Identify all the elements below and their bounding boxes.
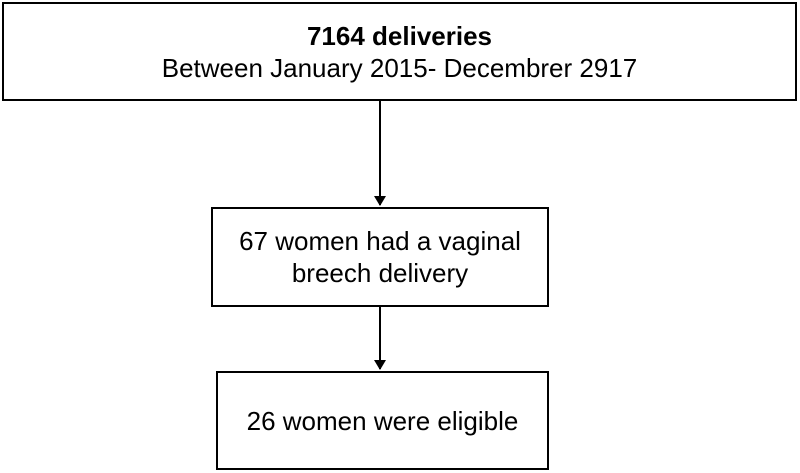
vaginal-breech-line-2: breech delivery <box>291 258 469 288</box>
vaginal-breech-line-1: 67 women had a vaginal <box>239 226 521 256</box>
deliveries-box: 7164 deliveries Between January 2015- De… <box>2 2 797 101</box>
eligible-text: 26 women were eligible <box>246 405 519 436</box>
deliveries-date-range: Between January 2015- Decembrer 2917 <box>161 52 638 83</box>
vaginal-breech-box: 67 women had a vaginal breech delivery <box>211 207 549 307</box>
deliveries-count-title: 7164 deliveries <box>306 20 493 51</box>
eligible-box: 26 women were eligible <box>216 371 549 470</box>
